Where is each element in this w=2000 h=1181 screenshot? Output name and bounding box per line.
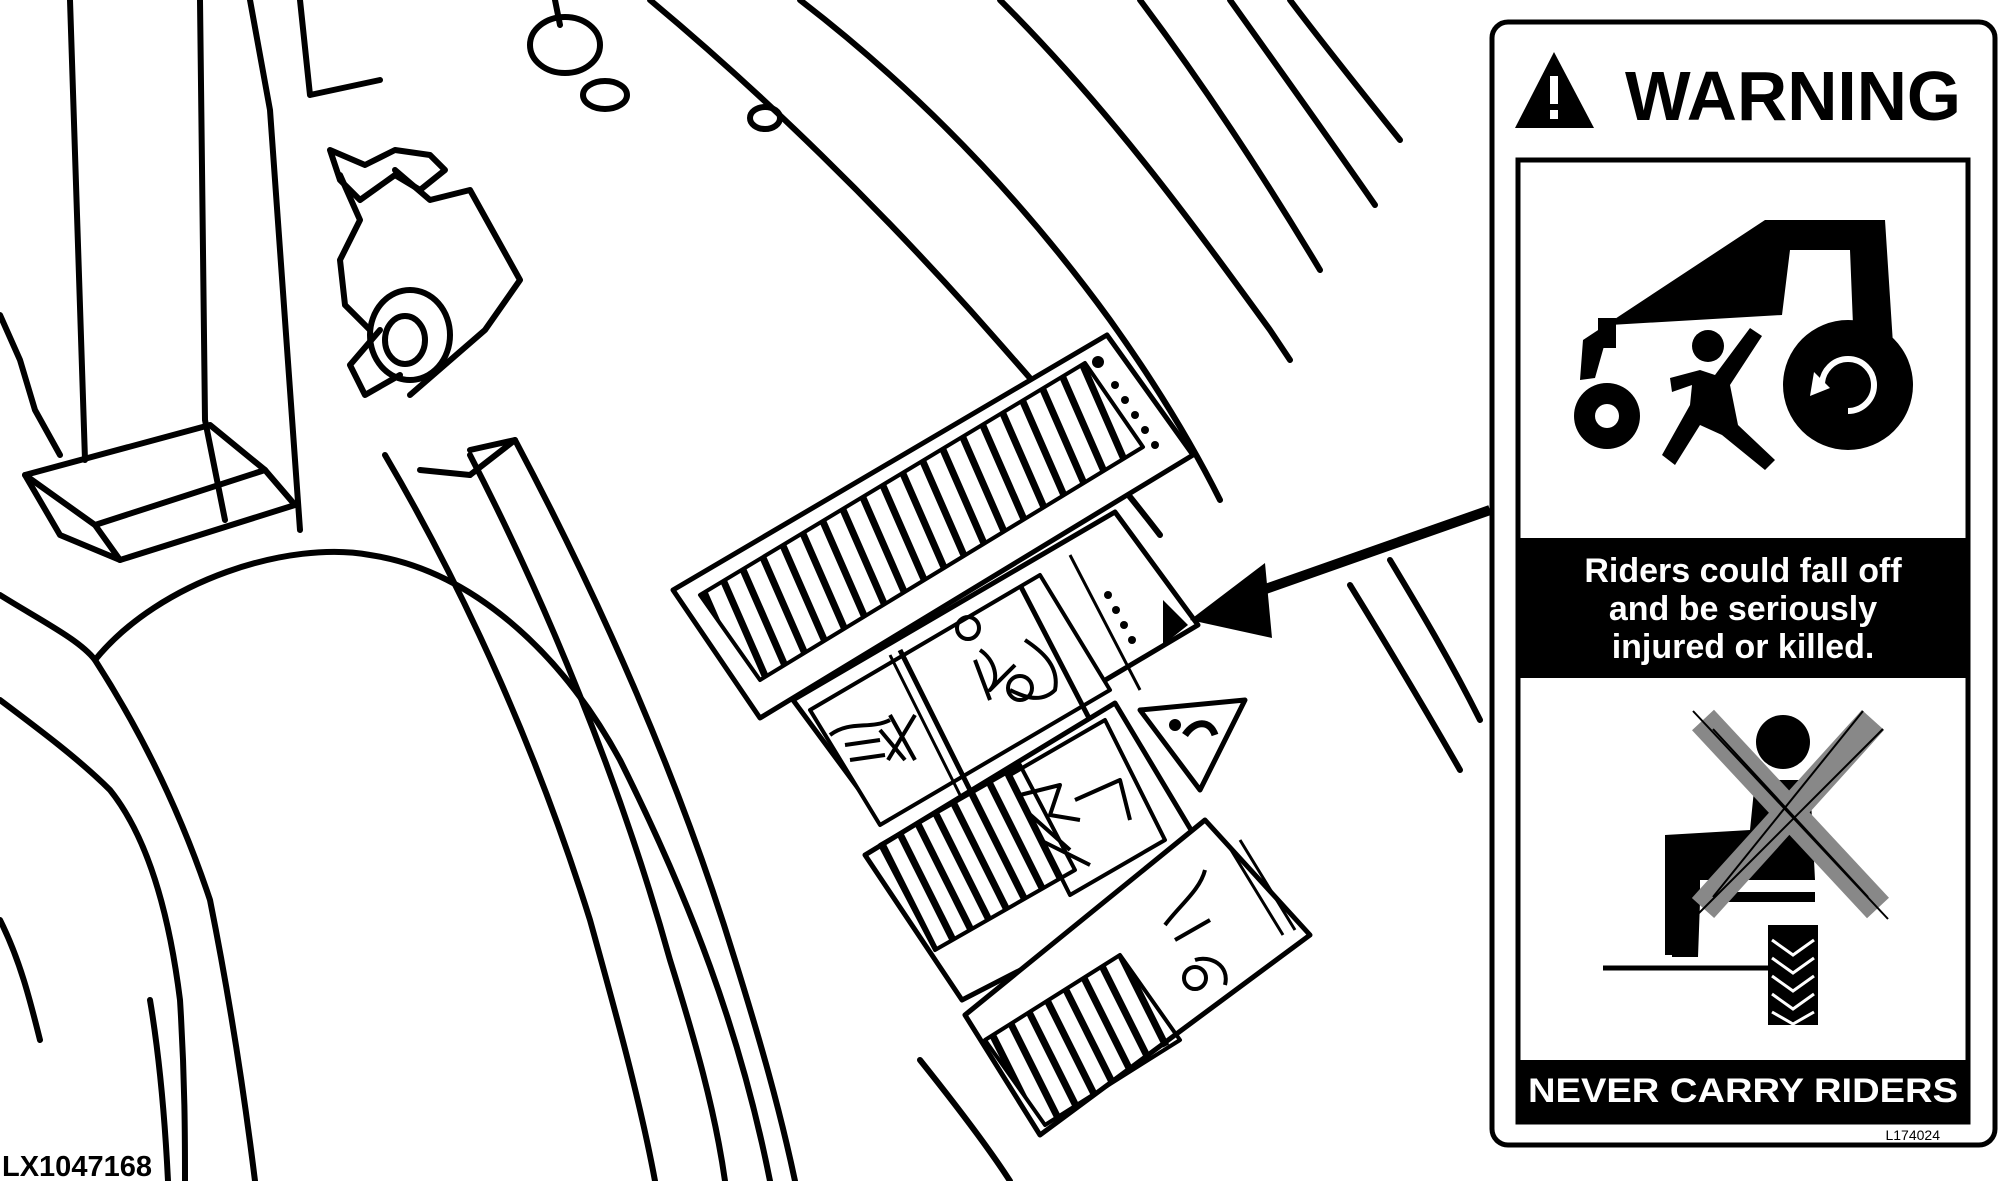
falling-person-head-icon [1692,330,1724,362]
no-riders-pictogram [1603,709,1889,1026]
warning-header: WARNING [1515,52,1961,135]
decal-part-number: L174024 [1885,1127,1940,1143]
message-line: and be seriously [1609,590,1877,628]
tractor-body-icon [1580,220,1895,380]
rider-head-icon [1756,715,1810,769]
operator-seat [0,592,258,1181]
decal-warning-triangle [1137,697,1248,793]
fender-decal-cluster [670,332,1313,1138]
latch-knob [367,287,453,383]
warning-title: WARNING [1625,57,1961,135]
figure-id: LX1047168 [2,1151,152,1181]
tractor-fall-pictogram [1574,220,1913,470]
falling-person-icon [1662,328,1775,470]
message-band [1518,538,1968,678]
warning-decal-callout: WARNING Riders could fall off and be ser… [1489,19,1998,1148]
callout-arrow [1163,505,1492,645]
message-line: injured or killed. [1612,628,1875,666]
cab-post-rear [197,0,228,523]
cab-post-inner [247,0,303,533]
cab-post-front [67,0,88,463]
tractor-fender-seat-icon [1672,892,1815,957]
fender-edge [382,452,658,1181]
mounting-hole [527,14,603,76]
step-block [22,422,268,528]
tractor-rear-wheel-icon [1783,320,1913,450]
door-latch [327,147,448,203]
message-line: Riders could fall off [1584,552,1902,590]
footer-text: NEVER CARRY RIDERS [1528,1072,1958,1110]
footer-band [1518,1060,1968,1122]
mounting-hole [580,78,630,112]
